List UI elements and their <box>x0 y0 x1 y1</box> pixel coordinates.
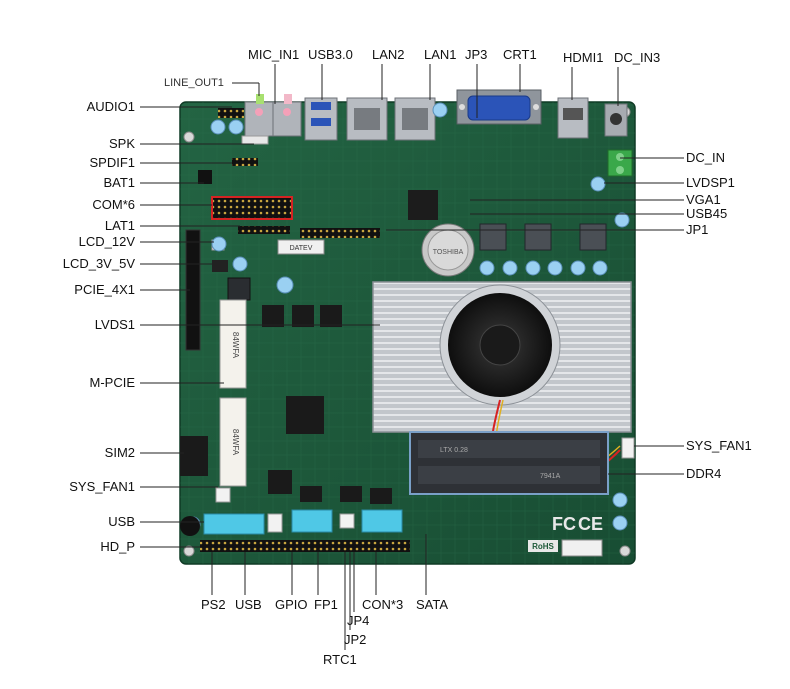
label-ps2: PS2 <box>201 597 226 612</box>
label-gpio: GPIO <box>275 597 308 612</box>
label-usb45: USB45 <box>686 206 728 221</box>
vga-port <box>456 89 542 125</box>
label-jp1: JP1 <box>686 222 709 237</box>
ddr-marking-1: LTX 0.28 <box>440 447 468 454</box>
label-lvds1: LVDS1 <box>94 317 135 332</box>
label-bat1: BAT1 <box>103 175 135 190</box>
chip-marking: DATEV <box>290 245 313 252</box>
inductors <box>227 223 607 301</box>
label-vga1: VGA1 <box>686 192 721 207</box>
label-crt1: CRT1 <box>503 47 537 62</box>
label-con3: CON*3 <box>362 597 404 612</box>
label-lcd3v5v: LCD_3V_5V <box>62 256 135 271</box>
usb3-port <box>304 97 338 141</box>
lan1-port <box>394 97 436 141</box>
label-audio1: AUDIO1 <box>86 99 135 114</box>
battery-marking: TOSHIBA <box>433 249 464 256</box>
label-usb-left: USB <box>108 514 135 529</box>
audio-jacks <box>244 94 302 137</box>
label-sim2: SIM2 <box>104 445 135 460</box>
label-lvdsp1: LVDSP1 <box>686 175 735 190</box>
rtc-battery: TOSHIBA <box>421 223 475 277</box>
label-usb30: USB3.0 <box>308 47 353 62</box>
label-dc-in: DC_IN <box>686 150 726 165</box>
chips: DATEV <box>262 190 438 504</box>
ddr4-slot: LTX 0.28 7941A <box>409 431 609 495</box>
slot-marking-1: 84WFA <box>231 332 240 359</box>
rohs-logo: RoHS <box>532 542 554 551</box>
label-hdmi1: HDMI1 <box>563 50 604 65</box>
compliance-logos: FC CE RoHS <box>528 514 603 557</box>
label-jp3: JP3 <box>465 47 488 62</box>
fcc-logo: FC <box>552 514 576 534</box>
label-sysfan1-right: SYS_FAN1 <box>686 438 752 453</box>
leader-lines <box>140 64 684 650</box>
dc-in-jack <box>604 103 628 137</box>
hdmi-port <box>557 97 589 139</box>
label-lcd12v: LCD_12V <box>78 234 135 249</box>
label-com6: COM*6 <box>92 197 135 212</box>
sys-fan-header-right <box>621 437 635 459</box>
label-lan1: LAN1 <box>424 47 457 62</box>
label-mic-in1: MIC_IN1 <box>248 47 300 62</box>
label-usb-bottom: USB <box>235 597 262 612</box>
label-jp2: JP2 <box>344 632 367 647</box>
label-spk: SPK <box>108 136 135 151</box>
label-sata: SATA <box>416 597 449 612</box>
label-line-out1: LINE_OUT1 <box>164 77 224 89</box>
label-fp1: FP1 <box>314 597 338 612</box>
lan2-port <box>346 97 388 141</box>
label-spdif1: SPDIF1 <box>89 155 135 170</box>
label-rtc1: RTC1 <box>323 652 357 667</box>
bottom-connectors <box>180 487 410 552</box>
label-ddr4: DDR4 <box>686 466 722 481</box>
label-lan2: LAN2 <box>372 47 405 62</box>
dc-in-terminal <box>607 149 633 177</box>
mpcie-slots: 84WFA 84WFA <box>180 299 247 487</box>
slot-marking-2: 84WFA <box>231 429 240 456</box>
ce-logo: CE <box>578 514 603 534</box>
label-sysfan1-left: SYS_FAN1 <box>69 479 135 494</box>
label-pcie4x1: PCIE_4X1 <box>74 282 135 297</box>
cpu-heatsink <box>372 281 632 433</box>
label-dc-in3: DC_IN3 <box>614 50 661 65</box>
ddr-marking-2: 7941A <box>540 473 561 480</box>
label-jp4: JP4 <box>347 613 370 628</box>
label-lat1: LAT1 <box>104 218 135 233</box>
label-mpcie: M-PCIE <box>89 375 136 390</box>
label-hdp: HD_P <box>100 539 135 554</box>
